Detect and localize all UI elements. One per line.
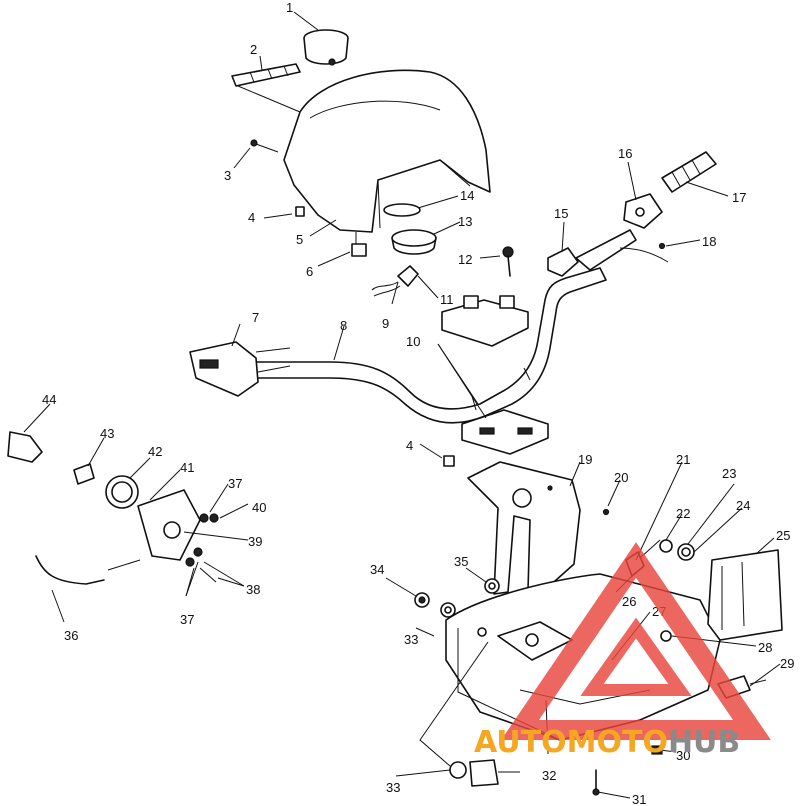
bolt-bottom [592, 769, 600, 796]
headlight-assembly [707, 549, 783, 641]
lamp-ring [383, 203, 421, 217]
indicator-lens-strip [231, 63, 301, 113]
callout-36: 36 [64, 628, 78, 643]
callout-39: 39 [248, 534, 262, 549]
hand-grip [661, 151, 717, 193]
callout-37-high: 37 [228, 476, 242, 491]
callout-21: 21 [676, 452, 690, 467]
left-switch-housing [189, 341, 291, 397]
callout-2: 2 [250, 42, 257, 57]
speedo-cable [35, 555, 105, 585]
speedo-bolt [73, 463, 95, 485]
handlebar [239, 267, 607, 424]
speedo-mount-plate [137, 489, 201, 561]
callout-3: 3 [224, 168, 231, 183]
callout-20: 20 [614, 470, 628, 485]
callout-16: 16 [618, 146, 632, 161]
toggle-switch [414, 592, 430, 608]
washers-and-screws [107, 513, 219, 583]
key-switch [449, 759, 520, 787]
callout-12: 12 [458, 252, 472, 267]
callout-22: 22 [676, 506, 690, 521]
callout-7: 7 [252, 310, 259, 325]
throttle-housing [623, 193, 663, 229]
callout-19: 19 [578, 452, 592, 467]
clip-nut-mid [443, 455, 455, 467]
lower-clamp [461, 409, 549, 455]
callout-1: 1 [286, 0, 293, 15]
screw-small-top [250, 139, 279, 153]
callout-25: 25 [776, 528, 790, 543]
callout-5: 5 [296, 232, 303, 247]
bulb-socket [371, 265, 419, 297]
switch-grommet-left [440, 602, 456, 618]
rubber-grommet [484, 578, 500, 594]
spring-ring [660, 630, 672, 642]
watermark-text-hub: HUB [668, 725, 740, 760]
callout-18: 18 [702, 234, 716, 249]
lower-body-panel [445, 573, 721, 741]
speedo-seal [105, 475, 139, 509]
upper-clamp [441, 295, 529, 347]
callout-24: 24 [736, 498, 750, 513]
callout-38: 38 [246, 582, 260, 597]
svg-text:AUTOMOTOHUB: AUTOMOTOHUB [474, 725, 740, 760]
callout-26: 26 [622, 594, 636, 609]
callout-9: 9 [382, 316, 389, 331]
socket-nut [677, 543, 695, 561]
callout-10: 10 [406, 334, 420, 349]
callout-33-mid: 33 [404, 632, 418, 647]
callout-30: 30 [676, 748, 690, 763]
callout-14: 14 [460, 188, 474, 203]
callout-28: 28 [758, 640, 772, 655]
indicator-lamp-housing [303, 29, 349, 66]
callout-6: 6 [306, 264, 313, 279]
callout-41: 41 [180, 460, 194, 475]
callout-35: 35 [454, 554, 468, 569]
callout-33-bottom: 33 [386, 780, 400, 795]
mounting-bracket [467, 461, 581, 599]
callout-numbers: 1 2 3 4 5 6 7 8 9 10 11 12 13 14 15 16 1… [42, 0, 794, 806]
headlight-pod-cover [283, 69, 491, 233]
callout-42: 42 [148, 444, 162, 459]
callout-23: 23 [722, 466, 736, 481]
bracket-screw [602, 508, 610, 516]
clamp-bolt [502, 246, 514, 277]
socket-grommet [659, 539, 673, 553]
callout-13: 13 [458, 214, 472, 229]
callout-44: 44 [42, 392, 56, 407]
lamp-bezel [391, 229, 437, 255]
callout-34: 34 [370, 562, 384, 577]
watermark-logo: AUTOMOTOHUB [474, 542, 771, 760]
callout-17: 17 [732, 190, 746, 205]
throttle-screw [658, 242, 666, 250]
callout-4b: 4 [406, 438, 413, 453]
callout-31: 31 [632, 792, 646, 806]
brake-lever-assembly [547, 229, 669, 277]
callout-11: 11 [440, 292, 454, 307]
speedo-cup [7, 431, 43, 463]
callout-40: 40 [252, 500, 266, 515]
callout-15: 15 [554, 206, 568, 221]
callout-29: 29 [780, 656, 794, 671]
watermark-text-automoto: AUTOMOTO [474, 725, 668, 760]
connector-block [351, 232, 367, 257]
callout-37-low: 37 [180, 612, 194, 627]
clip-nut-top [295, 206, 305, 217]
callout-8: 8 [340, 318, 347, 333]
callout-43: 43 [100, 426, 114, 441]
callout-32: 32 [542, 768, 556, 783]
callout-4a: 4 [248, 210, 255, 225]
